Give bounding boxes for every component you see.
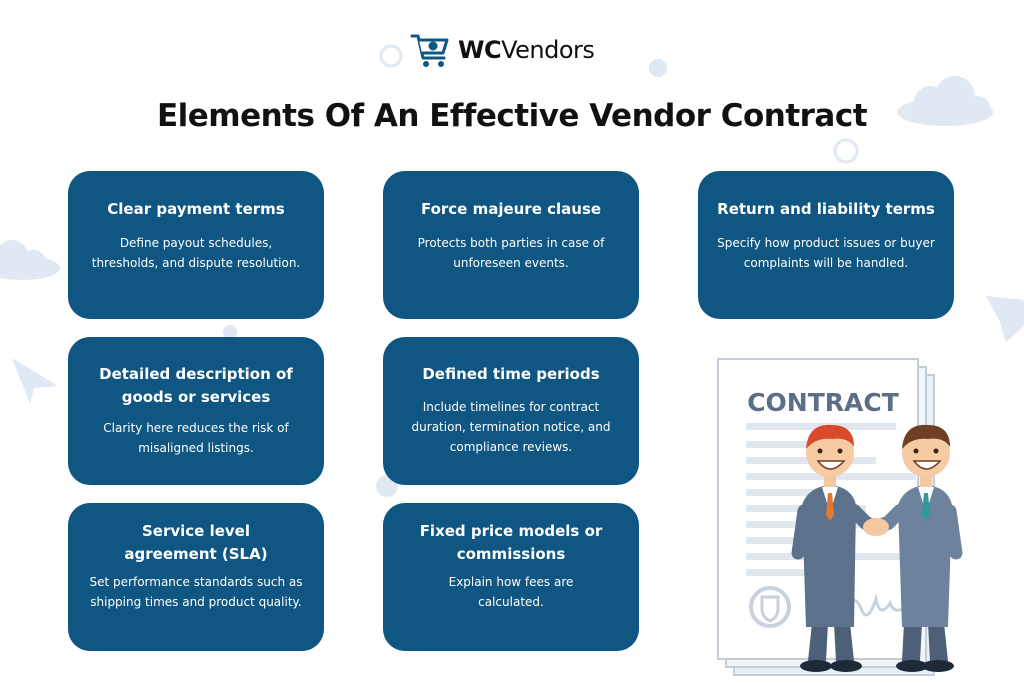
ring-decoration (379, 44, 403, 68)
seal-icon (749, 586, 791, 628)
card-title: Service level agreement (SLA) (124, 522, 268, 563)
card-defined-time-periods: Defined time periods Include timelines f… (383, 337, 639, 485)
cloud-decoration (897, 76, 993, 126)
paper-plane-decoration (986, 296, 1024, 342)
contract-handshake-illustration: CONTRACT (717, 358, 963, 676)
card-service-level-agreement: Service level agreement (SLA) Set perfor… (68, 503, 324, 651)
card-clear-payment-terms: Clear payment terms Define payout schedu… (68, 171, 324, 319)
dot-decoration (223, 325, 237, 339)
brand-logo: WCVendors (410, 30, 595, 70)
card-title: Fixed price models or commissions (419, 522, 603, 563)
card-description: Set performance standards such as shippi… (89, 575, 303, 609)
card-detailed-description: Detailed description of goods or service… (68, 337, 324, 485)
businessman-left (791, 424, 883, 672)
brand-name: WCVendors (458, 36, 595, 64)
businessman-right (869, 424, 963, 672)
dot-decoration (649, 59, 667, 77)
contract-label: CONTRACT (747, 388, 899, 417)
card-return-and-liability-terms: Return and liability terms Specify how p… (698, 171, 954, 319)
card-description: Protects both parties in case of unfores… (417, 236, 605, 270)
card-title: Clear payment terms (107, 200, 285, 218)
card-force-majeure-clause: Force majeure clause Protects both parti… (383, 171, 639, 319)
ring-decoration (833, 138, 859, 164)
signature-mark (842, 593, 908, 617)
page-title: Elements Of An Effective Vendor Contract (156, 98, 868, 134)
cloud-decoration (0, 240, 60, 280)
card-title: Defined time periods (422, 365, 600, 383)
card-description: Define payout schedules, thresholds, and… (91, 236, 301, 270)
card-title: Detailed description of goods or service… (99, 365, 293, 406)
card-title: Force majeure clause (420, 200, 602, 218)
card-description: Clarity here reduces the risk of misalig… (103, 421, 289, 455)
card-description: Explain how fees are calculated. (448, 575, 574, 609)
shopping-cart-icon (410, 34, 449, 67)
card-description: Include timelines for contract duration,… (411, 400, 611, 454)
card-description: Specify how product issues or buyer comp… (717, 236, 935, 270)
paper-plane-decoration (12, 358, 58, 404)
card-fixed-price-models: Fixed price models or commissions Explai… (383, 503, 639, 651)
handshake (863, 518, 889, 536)
card-title: Return and liability terms (717, 200, 935, 218)
